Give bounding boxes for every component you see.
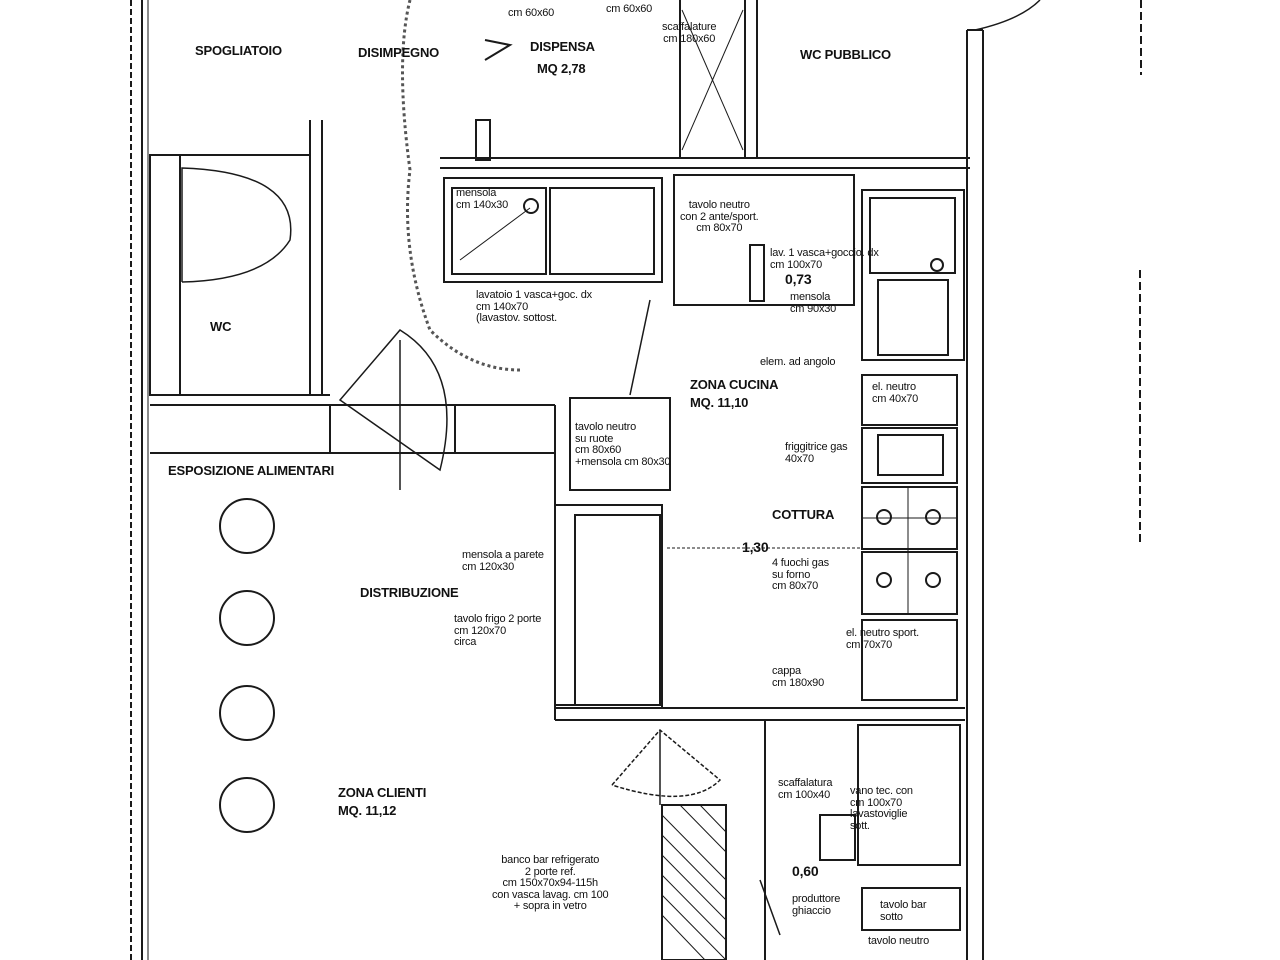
- room-wc-pubblico: WC PUBBLICO: [800, 47, 891, 62]
- room-distribuzione: DISTRIBUZIONE: [360, 585, 459, 600]
- room-zona-cucina-area: MQ. 11,10: [690, 395, 749, 410]
- room-disimpegno: DISIMPEGNO: [358, 45, 440, 60]
- dim-073: 0,73: [785, 271, 812, 287]
- room-wc: WC: [210, 319, 232, 334]
- table-circle-2: [219, 590, 275, 646]
- table-circle-3: [219, 685, 275, 741]
- table-circle-1: [219, 498, 275, 554]
- room-zona-clienti: ZONA CLIENTI: [338, 785, 427, 800]
- note-top-small-2: cm 60x60: [606, 3, 653, 15]
- dim-060: 0,60: [792, 863, 819, 879]
- note-tavolo-neutro-3: tavolo neutro: [868, 935, 929, 947]
- room-dispensa: DISPENSA: [530, 39, 595, 54]
- note-elem-angolo: elem. ad angolo: [760, 356, 836, 368]
- room-esposizione: ESPOSIZIONE ALIMENTARI: [168, 463, 335, 478]
- note-el-neutro-sport: el. neutro sport.cm 70x70: [846, 627, 920, 651]
- room-zona-clienti-area: MQ. 11,12: [338, 803, 397, 818]
- room-dispensa-area: MQ 2,78: [537, 61, 586, 76]
- room-cottura: COTTURA: [772, 507, 835, 522]
- table-circle-4: [219, 777, 275, 833]
- room-spogliatoio: SPOGLIATOIO: [195, 43, 282, 58]
- room-zona-cucina: ZONA CUCINA: [690, 377, 779, 392]
- dim-130: 1,30: [742, 539, 769, 555]
- note-top-small-1: cm 60x60: [508, 7, 555, 19]
